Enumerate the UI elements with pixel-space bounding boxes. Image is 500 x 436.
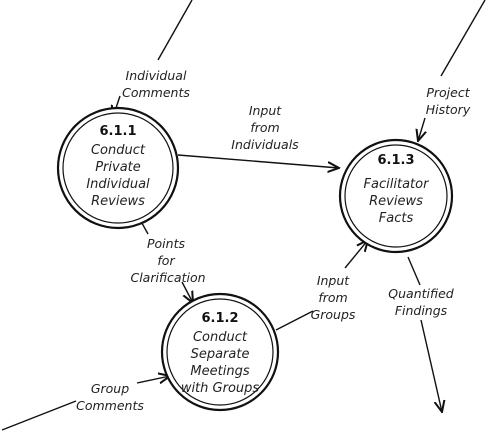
process-circle-inner — [62, 112, 174, 224]
process-label-line: Conduct — [91, 143, 146, 158]
flow-label-line: Points — [147, 236, 185, 251]
flow-label-line: Clarification — [130, 270, 205, 285]
flow-label-line: Groups — [311, 307, 356, 322]
process-label-line: Private — [95, 160, 141, 175]
process-6-1-3: 6.1.3 Facilitator Reviews Facts — [338, 138, 454, 254]
flow-label-line: Individuals — [231, 137, 299, 152]
flow-label-line: from — [250, 120, 279, 135]
flow-line-input-from-groups-b — [344, 240, 368, 269]
process-circle — [56, 106, 180, 230]
process-id: 6.1.2 — [201, 311, 238, 326]
process-label-line: Meetings — [190, 364, 249, 379]
flow-line-project-history-source — [440, 0, 486, 77]
flow-label-input-from-groups: Input from Groups — [311, 273, 356, 322]
flow-label-line: from — [318, 290, 347, 305]
flow-label-line: Group — [91, 381, 129, 396]
flow-label-line: Project — [426, 85, 470, 100]
flow-label-project-history: Project History — [426, 85, 471, 117]
flow-label-individual-comments: Individual Comments — [122, 68, 190, 100]
process-circle — [160, 292, 280, 412]
process-label-line: with Groups — [181, 381, 260, 396]
process-label-line: Individual — [86, 177, 150, 192]
process-6-1-2: 6.1.2 Conduct Separate Meetings with Gro… — [160, 292, 280, 412]
process-circle-inner — [344, 144, 448, 248]
flow-label-line: Individual — [126, 68, 187, 83]
flow-label-line: Quantified — [388, 286, 453, 301]
process-label-line: Facts — [379, 211, 414, 226]
flow-label-quantified-findings: Quantified Findings — [388, 286, 453, 318]
process-circle-inner — [166, 298, 274, 406]
process-id: 6.1.1 — [99, 124, 136, 139]
process-6-1-1: 6.1.1 Conduct Private Individual Reviews — [56, 106, 180, 230]
flow-label-input-from-individuals: Input from Individuals — [231, 103, 299, 152]
process-label-line: Reviews — [369, 194, 423, 209]
flow-label-line: Input — [249, 103, 282, 118]
flow-line-points-for-clarification-b — [181, 281, 193, 303]
flow-line-input-from-groups-a — [275, 310, 314, 331]
process-label-line: Reviews — [91, 194, 145, 209]
flow-label-line: for — [157, 253, 175, 268]
process-id: 6.1.3 — [377, 153, 414, 168]
flow-label-line: Comments — [122, 85, 190, 100]
flow-label-line: Input — [317, 273, 350, 288]
flow-line-individual-comments-source — [157, 0, 193, 61]
flow-line-quantified-findings-b — [420, 319, 442, 412]
flow-line-input-from-individuals — [177, 154, 339, 168]
flow-line-group-comments — [136, 376, 170, 383]
flow-label-points-for-clarification: Points for Clarification — [130, 236, 205, 285]
flow-label-line: Comments — [76, 398, 144, 413]
flow-label-line: Findings — [395, 303, 448, 318]
process-circle — [338, 138, 454, 254]
flow-line-group-comments-source — [1, 400, 77, 431]
process-label-line: Separate — [191, 347, 250, 362]
flow-line-project-history — [418, 117, 425, 141]
process-label-line: Facilitator — [364, 177, 431, 192]
process-label-line: Conduct — [193, 330, 248, 345]
flow-line-quantified-findings-a — [407, 256, 421, 286]
flow-label-group-comments: Group Comments — [76, 381, 144, 413]
flow-label-line: History — [426, 102, 471, 117]
